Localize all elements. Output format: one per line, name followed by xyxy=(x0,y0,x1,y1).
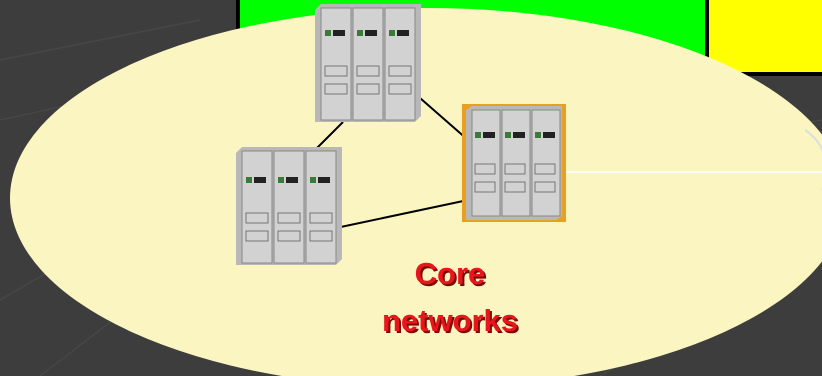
server-rack-right-highlighted xyxy=(462,104,566,222)
yellow-top-box xyxy=(705,0,822,76)
link-top-left xyxy=(314,121,344,151)
server-rack-top xyxy=(315,4,421,122)
link-top-right xyxy=(419,97,469,141)
link-left-right xyxy=(335,199,469,229)
core-networks-label-line2: networks xyxy=(381,303,519,338)
server-rack-left xyxy=(236,147,342,265)
core-networks-label-line1: Core xyxy=(414,256,486,291)
